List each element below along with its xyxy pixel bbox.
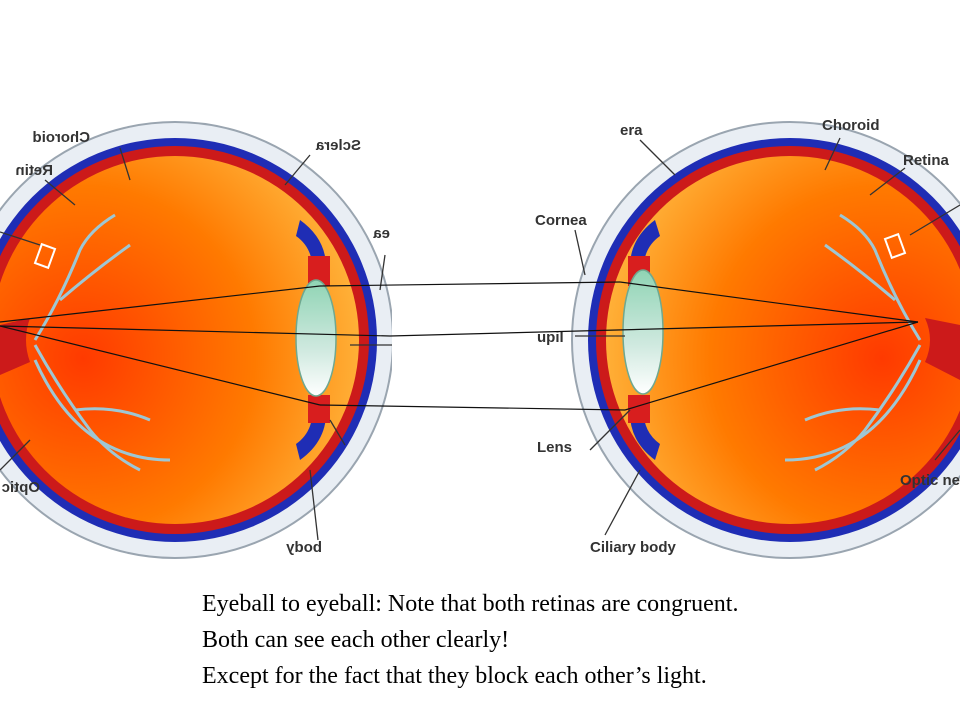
left-ciliary-bottom — [308, 395, 330, 423]
caption: Eyeball to eyeball: Note that both retin… — [202, 586, 942, 694]
right-optic-nerve — [925, 318, 960, 380]
right-label-sclera: era — [620, 122, 643, 139]
caption-line-2: Both can see each other clearly! — [202, 627, 510, 653]
ray-top-left — [0, 285, 321, 323]
ray-bottom-right — [624, 321, 919, 411]
left-lens — [295, 279, 337, 397]
right-label-ciliary: Ciliary body — [590, 539, 677, 556]
left-eye: Choroid Sclera Retin Optic body ea — [0, 121, 392, 559]
left-retina-marker — [33, 242, 57, 270]
left-label-sclera: Sclera — [315, 137, 361, 154]
right-label-pupil: upil — [537, 329, 564, 346]
right-label-cornea: Cornea — [535, 212, 587, 229]
left-label-cornea: ea — [373, 225, 390, 242]
left-vessels — [33, 213, 171, 472]
ray-bottom-left — [0, 325, 321, 406]
right-label-retina: Retina — [903, 152, 950, 169]
ray-mid-right — [389, 321, 919, 337]
right-eye: era Choroid Retina Cornea upil Lens Opti… — [535, 117, 960, 559]
left-ciliary-top — [308, 256, 330, 286]
caption-line-1: Eyeball to eyeball: Note that both retin… — [202, 591, 739, 617]
ray-mid-left — [0, 325, 391, 337]
right-ciliary-bottom — [628, 395, 650, 423]
left-label-optic: Optic — [2, 479, 40, 496]
ray-top-right — [619, 281, 919, 323]
right-retina-marker — [883, 232, 907, 260]
left-label-choroid: Choroid — [33, 129, 91, 146]
right-vessels — [784, 213, 922, 472]
light-rays — [0, 281, 919, 411]
right-label-optic: Optic ne — [900, 472, 960, 489]
left-leaders — [0, 147, 392, 541]
right-lens — [622, 269, 664, 395]
right-leaders — [574, 137, 960, 536]
left-label-ciliary: body — [286, 539, 322, 556]
left-optic-nerve — [0, 318, 30, 375]
ray-bottom-mid — [319, 404, 626, 411]
right-vitreous — [606, 156, 960, 524]
caption-line-3: Except for the fact that they block each… — [202, 663, 707, 689]
right-label-lens: Lens — [537, 439, 572, 456]
ray-top-mid — [319, 281, 621, 287]
left-label-retina: Retin — [16, 162, 54, 179]
right-label-choroid: Choroid — [822, 117, 880, 134]
